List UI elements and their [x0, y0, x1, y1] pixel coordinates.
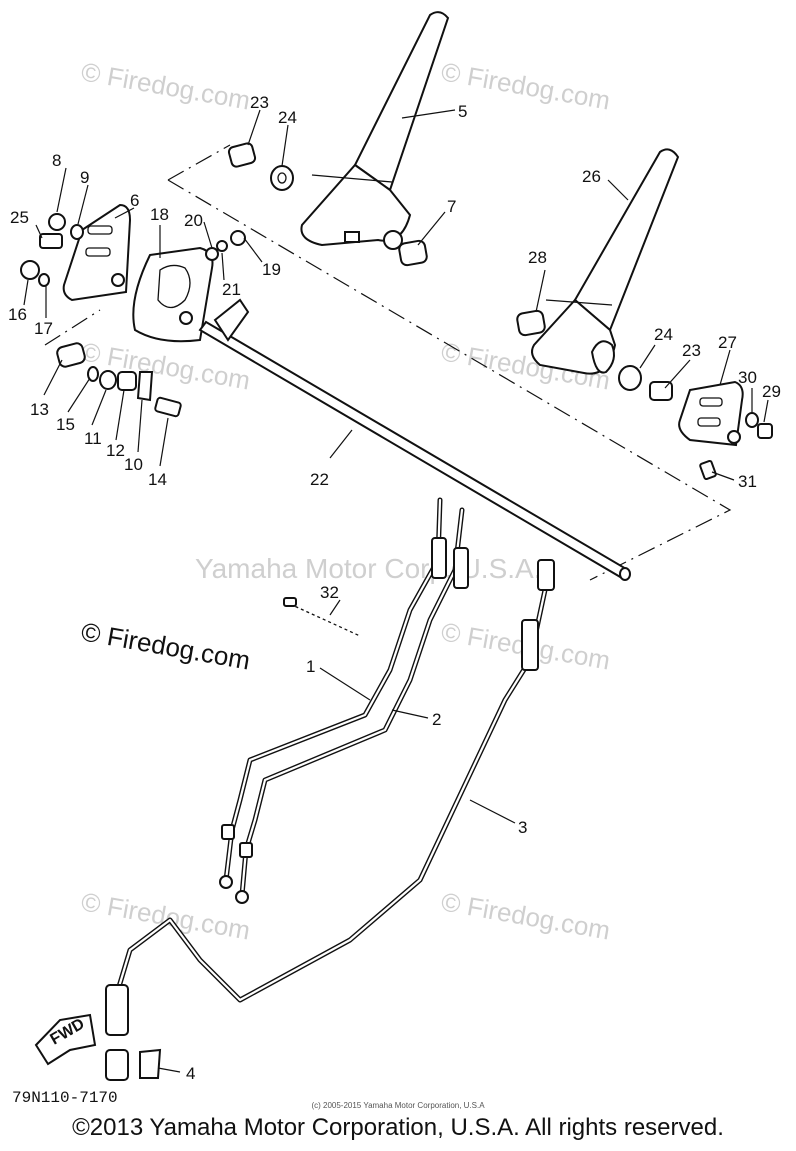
callout-labels: 1 2 3 4 5 6 7 8 9 10 11 12 13 14 15 16 1… — [8, 93, 781, 1083]
handle-right — [531, 148, 680, 375]
control-plate — [132, 246, 214, 343]
callout-13: 13 — [30, 400, 49, 419]
callout-14: 14 — [148, 470, 167, 489]
callout-5: 5 — [458, 102, 467, 121]
callout-15: 15 — [56, 415, 75, 434]
callout-9: 9 — [80, 168, 89, 187]
watermark-center: Yamaha Motor Corp, U.S.A. — [195, 553, 542, 584]
callout-3: 3 — [518, 818, 527, 837]
callout-12: 12 — [106, 441, 125, 460]
watermark-brand-main: © Firedog.com — [79, 616, 253, 675]
watermark-brand: © Firedog.com — [79, 56, 253, 115]
callout-30: 30 — [738, 368, 757, 387]
assembly-outline — [44, 309, 101, 346]
callout-23: 23 — [250, 93, 269, 112]
callout-8: 8 — [52, 151, 61, 170]
bracket-right — [678, 380, 744, 447]
callout-10: 10 — [124, 455, 143, 474]
callout-1: 1 — [306, 657, 315, 676]
callout-2: 2 — [432, 710, 441, 729]
handle-left — [300, 11, 450, 250]
callout-24: 24 — [278, 108, 297, 127]
watermark-brand: © Firedog.com — [439, 886, 613, 945]
callout-18: 18 — [150, 205, 169, 224]
callout-23-right: 23 — [682, 341, 701, 360]
callout-7: 7 — [447, 197, 456, 216]
small-copyright-note: (c) 2005-2015 Yamaha Motor Corporation, … — [311, 1101, 485, 1110]
callout-21: 21 — [222, 280, 241, 299]
callout-6: 6 — [130, 191, 139, 210]
callout-11: 11 — [84, 429, 102, 448]
shift-cable — [105, 559, 555, 1081]
callout-31: 31 — [738, 472, 757, 491]
callout-29: 29 — [762, 382, 781, 401]
diagram-code: 79N110-7170 — [12, 1089, 118, 1107]
callout-32: 32 — [320, 583, 339, 602]
watermark-brand: © Firedog.com — [79, 886, 253, 945]
callout-22: 22 — [310, 470, 329, 489]
bracket-left — [62, 203, 132, 302]
assembly-outline — [167, 144, 231, 181]
hardware-parts — [20, 142, 773, 637]
callout-27: 27 — [718, 333, 737, 352]
callout-20: 20 — [184, 211, 203, 230]
callout-17: 17 — [34, 319, 53, 338]
shaft — [198, 298, 631, 581]
callout-19: 19 — [262, 260, 281, 279]
callout-26: 26 — [582, 167, 601, 186]
callout-16: 16 — [8, 305, 27, 324]
leader-lines — [23, 109, 769, 1073]
assembly-outline — [167, 179, 732, 581]
callout-25: 25 — [10, 208, 29, 227]
callout-4: 4 — [186, 1064, 195, 1083]
fwd-arrow: FWD — [34, 1013, 97, 1066]
throttle-cables — [219, 497, 469, 904]
callout-24-right: 24 — [654, 325, 673, 344]
callout-28: 28 — [528, 248, 547, 267]
copyright-footer: ©2013 Yamaha Motor Corporation, U.S.A. A… — [72, 1114, 724, 1141]
